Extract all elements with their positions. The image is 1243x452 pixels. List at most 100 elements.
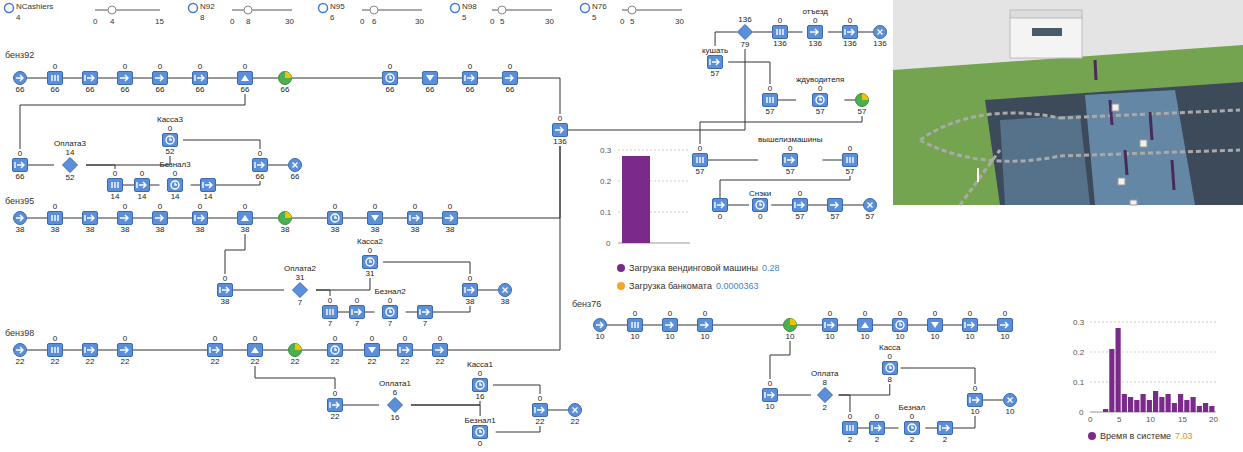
flow-block: 010 [962, 309, 978, 341]
process-block [442, 211, 458, 225]
axis-label: 0.2 [1073, 348, 1084, 357]
glyph-line [95, 9, 160, 11]
process-block [117, 343, 133, 357]
process-block [842, 421, 858, 435]
block-count: 2 [848, 435, 852, 444]
connector [771, 205, 792, 206]
block-glyph [863, 198, 877, 212]
flow-block: 14 [200, 178, 216, 201]
glyph-circle [886, 364, 894, 372]
flow-block: Касса08 [879, 343, 901, 384]
flow-block: 22 [288, 343, 302, 366]
source-block [13, 211, 27, 225]
block-glyph [473, 426, 487, 438]
connector [28, 165, 54, 166]
process-block [772, 25, 788, 39]
glyph-circle [386, 74, 394, 82]
flow-block: вышелизмашины057 [758, 135, 822, 176]
connector [778, 395, 811, 396]
process-block [134, 178, 150, 192]
connector [27, 218, 47, 219]
block-count: 14 [66, 148, 75, 157]
glyph-circle [366, 258, 374, 266]
flow-block: 038 [367, 202, 383, 234]
block-count: 0 [328, 296, 332, 305]
connector [978, 325, 997, 326]
glyph-path [327, 309, 333, 315]
block-count: 2 [943, 435, 947, 444]
row-label: бенз98 [5, 328, 34, 338]
process-block [327, 398, 343, 412]
block-count: 14 [111, 192, 120, 201]
block-count: 66 [51, 85, 60, 94]
block-count: 136 [809, 39, 822, 48]
block-glyph [968, 394, 982, 406]
slider-label: 5 [462, 13, 466, 22]
block-count: 2 [875, 435, 879, 444]
block-glyph [568, 403, 582, 417]
block-count: 10 [666, 332, 675, 341]
flow-block: 57 [827, 198, 843, 221]
block-glyph [387, 397, 403, 413]
connector [728, 205, 749, 206]
glyph-rect [1140, 140, 1147, 147]
block-count: 38 [466, 297, 475, 306]
block-count: 0 [438, 334, 442, 343]
flow-block: 066 [152, 62, 168, 94]
connector [253, 78, 278, 79]
slider-label: N92 [200, 2, 215, 11]
block-count: 0 [1003, 309, 1007, 318]
process-block [322, 305, 338, 319]
block-glyph [593, 318, 607, 332]
slider-label: N95 [330, 2, 345, 11]
block-count: Оплата [811, 369, 839, 378]
glyph-circle [628, 6, 636, 14]
connector [433, 306, 470, 312]
flow-block: 38 [278, 211, 292, 234]
block-count: Снэки [749, 189, 771, 198]
connector [493, 385, 540, 394]
block-count: вышелизмашины [758, 135, 822, 144]
block-count: 66 [506, 85, 515, 94]
process-block [12, 158, 28, 172]
flow-block: 038 [327, 202, 343, 234]
connector [223, 350, 247, 351]
glyph-path [825, 322, 834, 328]
connector [478, 78, 502, 79]
block-count: 66 [86, 85, 95, 94]
slider-label: 8 [246, 17, 250, 26]
glyph-path [505, 75, 513, 81]
block-count: 22 [331, 357, 340, 366]
histogram-bar [1128, 397, 1133, 412]
block-count: 0 [848, 144, 852, 153]
glyph-circle [1004, 394, 1017, 407]
process-block [712, 198, 728, 212]
block-count: 0 [368, 246, 372, 255]
process-block [82, 211, 98, 225]
process-block [807, 25, 823, 39]
process-block [167, 178, 183, 192]
block-count: 0 [370, 334, 374, 343]
axis-label: 0.2 [600, 177, 611, 186]
glyph-path [465, 75, 474, 81]
connector [885, 428, 899, 429]
flow-block: 022 [364, 334, 380, 366]
glyph-path [710, 59, 719, 65]
glyph-circle [476, 381, 484, 389]
connector [413, 350, 432, 351]
glyph-circle [289, 159, 302, 172]
connector [808, 205, 827, 206]
block-count: Безнал3 [160, 160, 191, 169]
block-glyph [883, 362, 897, 374]
axis-label: 0 [1088, 415, 1092, 424]
glyph-line [1090, 382, 1216, 383]
block-glyph [218, 284, 232, 296]
decision-diamond [737, 24, 753, 40]
block-glyph [292, 282, 308, 298]
flow-block: 22 [13, 343, 27, 366]
block-count: 2 [823, 403, 827, 412]
glyph-path [830, 202, 838, 208]
block-glyph [817, 387, 833, 403]
glyph-circle [451, 4, 460, 13]
block-glyph [398, 344, 412, 356]
